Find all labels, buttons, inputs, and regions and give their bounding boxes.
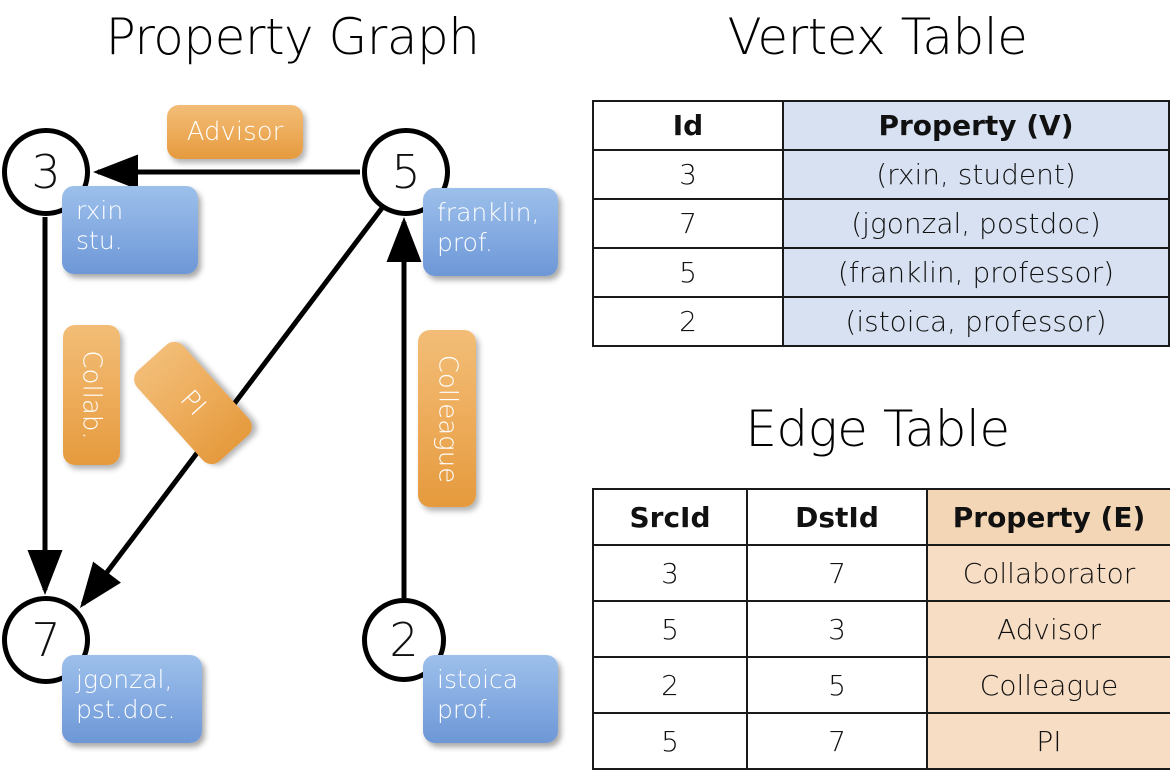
edge-label-pi-text: PI	[174, 384, 212, 422]
table-row: 5 3 Advisor	[592, 600, 1170, 658]
node-property-box-rxin: rxin stu.	[62, 186, 198, 274]
edge-cell-property: Collaborator	[926, 544, 1170, 602]
table-row: 5 7 PI	[592, 712, 1170, 770]
edge-label-collab: Collab.	[63, 325, 120, 465]
edge-cell-dstid: 7	[746, 544, 928, 602]
vertex-table-header-row: Id Property (V)	[592, 100, 1170, 151]
table-row: 3 (rxin, student)	[592, 149, 1170, 200]
edge-cell-srcid: 5	[592, 712, 748, 770]
property-graph-diagram: 3 5 7 2 rxin stu. franklin, prof. jgonza…	[0, 0, 585, 760]
edge-label-collab-text: Collab.	[76, 350, 107, 440]
edge-cell-srcid: 5	[592, 600, 748, 658]
graph-node-5-label: 5	[391, 145, 421, 199]
edge-table-header-property: Property (E)	[926, 488, 1170, 546]
graph-node-2[interactable]: 2	[362, 598, 446, 682]
graph-node-2-label: 2	[389, 613, 419, 667]
table-row: 5 (franklin, professor)	[592, 247, 1170, 298]
edge-cell-dstid: 7	[746, 712, 928, 770]
edge-cell-srcid: 2	[592, 656, 748, 714]
vertex-cell-property: (rxin, student)	[782, 149, 1170, 200]
table-row: 2 (istoica, professor)	[592, 296, 1170, 347]
table-row: 2 5 Colleague	[592, 656, 1170, 714]
edge-cell-srcid: 3	[592, 544, 748, 602]
vertex-cell-id: 3	[592, 149, 784, 200]
edge-cell-dstid: 5	[746, 656, 928, 714]
vertex-cell-property: (istoica, professor)	[782, 296, 1170, 347]
edge-table: SrcId DstId Property (E) 3 7 Collaborato…	[592, 488, 1170, 770]
edge-label-colleague: Colleague	[418, 330, 476, 507]
vertex-cell-id: 7	[592, 198, 784, 249]
graph-node-7-label: 7	[31, 613, 61, 667]
vertex-table: Id Property (V) 3 (rxin, student) 7 (jgo…	[592, 100, 1170, 347]
table-row: 3 7 Collaborator	[592, 544, 1170, 602]
node-property-box-istoica: istoica prof.	[423, 655, 558, 743]
edge-label-advisor: Advisor	[167, 105, 303, 159]
vertex-cell-id: 2	[592, 296, 784, 347]
page-title-edge-table: Edge Table	[745, 400, 1010, 458]
graph-node-5[interactable]: 5	[362, 128, 450, 216]
node-property-box-jgonzal: jgonzal, pst.doc.	[62, 655, 202, 743]
edge-table-header-row: SrcId DstId Property (E)	[592, 488, 1170, 546]
edge-cell-property: PI	[926, 712, 1170, 770]
vertex-cell-property: (jgonzal, postdoc)	[782, 198, 1170, 249]
vertex-table-header-id: Id	[592, 100, 784, 151]
edge-cell-property: Colleague	[926, 656, 1170, 714]
vertex-cell-property: (franklin, professor)	[782, 247, 1170, 298]
page-title-property-graph: Property Graph	[105, 8, 480, 66]
vertex-table-header-property: Property (V)	[782, 100, 1170, 151]
edge-table-header-srcid: SrcId	[592, 488, 748, 546]
vertex-cell-id: 5	[592, 247, 784, 298]
edge-table-header-dstid: DstId	[746, 488, 928, 546]
edge-cell-property: Advisor	[926, 600, 1170, 658]
graph-node-3-label: 3	[31, 145, 61, 199]
edge-cell-dstid: 3	[746, 600, 928, 658]
node-property-box-franklin: franklin, prof.	[423, 188, 558, 276]
page-title-vertex-table: Vertex Table	[727, 8, 1028, 66]
edge-label-colleague-text: Colleague	[432, 354, 463, 483]
table-row: 7 (jgonzal, postdoc)	[592, 198, 1170, 249]
